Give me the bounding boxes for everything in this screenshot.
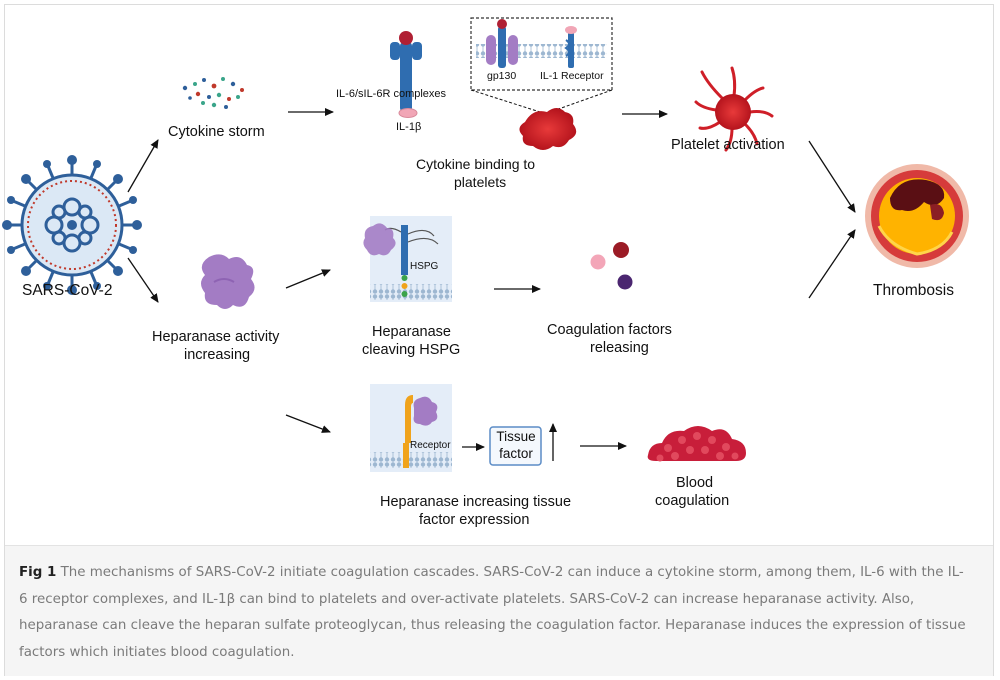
blood-clot-icon bbox=[647, 426, 746, 462]
heparanase-cleaving-label-line1: Heparanase bbox=[372, 324, 451, 340]
platelet-binding-icon bbox=[519, 108, 577, 150]
receptor-label: Receptor bbox=[410, 440, 451, 451]
tissue-factor-label-line2: factor bbox=[499, 446, 533, 461]
virus-icon bbox=[2, 155, 142, 295]
tissue-factor-label-line1: Tissue bbox=[496, 429, 536, 444]
cytokine-binding-label-line1: Cytokine binding to bbox=[416, 156, 536, 172]
figure-caption: Fig 1 The mechanisms of SARS-CoV-2 initi… bbox=[19, 560, 969, 666]
cytokine-binding-label-line2: platelets bbox=[454, 174, 507, 190]
heparanase-activity-label-line1: Heparanase activity bbox=[152, 329, 280, 345]
activated-platelet-body bbox=[715, 94, 751, 130]
gp130-label: gp130 bbox=[487, 70, 517, 82]
blood-coagulation-label-line2: coagulation bbox=[655, 493, 730, 509]
caption-label: Fig 1 bbox=[19, 565, 57, 580]
heparanase-cleaving-label-line2: cleaving HSPG bbox=[362, 342, 461, 358]
blood-coagulation-label-line1: Blood bbox=[676, 475, 714, 491]
hspg-label: HSPG bbox=[410, 261, 439, 272]
receptor-inset-box bbox=[470, 17, 613, 91]
il6-complex-label: IL-6/sIL-6R complexes bbox=[336, 88, 447, 100]
tissue-factor-box bbox=[489, 426, 542, 466]
caption-panel: Fig 1 The mechanisms of SARS-CoV-2 initi… bbox=[5, 545, 993, 676]
platelet-activation-label: Platelet activation bbox=[671, 137, 785, 153]
thrombosis-vessel-icon bbox=[865, 164, 969, 268]
cytokine-storm-label: Cytokine storm bbox=[168, 124, 265, 140]
coagulation-factors-label-line1: Coagulation factors bbox=[547, 322, 672, 338]
diagram-graphics bbox=[2, 17, 969, 472]
sars-cov-2-label: SARS-CoV-2 bbox=[22, 282, 113, 299]
flow-arrows bbox=[127, 108, 856, 461]
heparanase-activity-label-line2: increasing bbox=[184, 347, 251, 363]
activated-platelet-icon bbox=[694, 66, 774, 152]
il6-receptor-icon bbox=[390, 31, 422, 112]
caption-text: The mechanisms of SARS-CoV-2 initiate co… bbox=[19, 565, 966, 660]
cytokine-dots-icon bbox=[182, 77, 244, 109]
tissue-factor-expression-label-line1: Heparanase increasing tissue bbox=[380, 494, 572, 510]
receptor-panel bbox=[370, 384, 452, 472]
tissue-factor-expression-label-line2: factor expression bbox=[419, 512, 530, 528]
thrombosis-label: Thrombosis bbox=[873, 282, 954, 299]
heparanase-enzyme-icon bbox=[201, 254, 255, 309]
il1-receptor-label: IL-1 Receptor bbox=[540, 70, 604, 82]
coagulation-factor-spheres-icon bbox=[590, 242, 633, 290]
il1b-label: IL-1β bbox=[396, 121, 422, 133]
il1b-molecule-icon bbox=[398, 108, 418, 118]
coagulation-factors-label-line2: releasing bbox=[590, 340, 649, 356]
mechanism-diagram: SARS-CoV-2 Cytokine storm IL-6/sIL-6R co… bbox=[2, 17, 969, 528]
hspg-panel bbox=[363, 216, 452, 302]
